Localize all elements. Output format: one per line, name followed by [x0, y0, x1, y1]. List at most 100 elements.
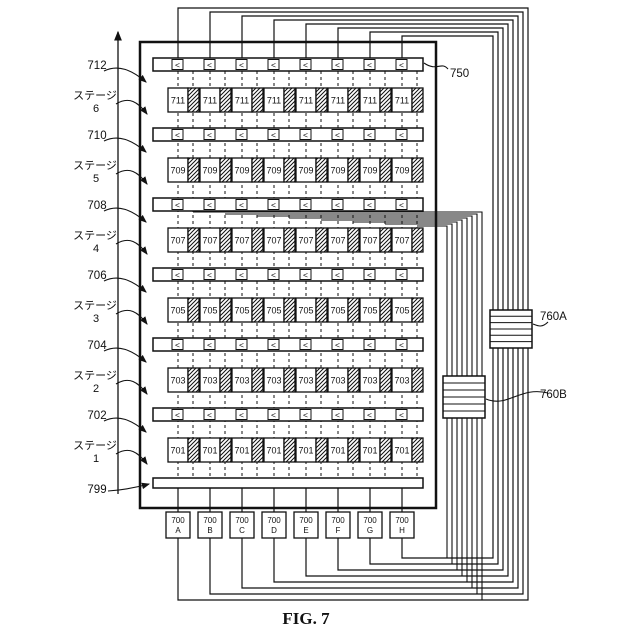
selector-cell [267, 269, 280, 280]
feedback-path [241, 15, 519, 589]
register-cell-label: 709 [202, 166, 217, 176]
stage-row: <703<703<703<703<703<703<703<703 [152, 337, 424, 393]
selector-char: < [239, 270, 244, 280]
selector-char: < [175, 270, 180, 280]
selector-cell [267, 409, 280, 420]
hatched-cell [187, 367, 200, 393]
register-cell-label: 705 [266, 306, 281, 316]
stage-number: 2 [93, 383, 99, 395]
selector-cell [203, 269, 216, 280]
register-cell-label: 705 [362, 306, 377, 316]
register-cell-label: 701 [362, 446, 377, 456]
selector-char: < [239, 130, 244, 140]
stage-leader-arrow [115, 309, 148, 325]
hatched-cell [347, 227, 360, 253]
selector-char: < [303, 130, 308, 140]
selector-cell [331, 129, 344, 140]
hatched-cell [251, 157, 264, 183]
hatched-cell [283, 87, 296, 113]
hatched-cell [283, 367, 296, 393]
selector-cell [395, 269, 408, 280]
figure-caption: FIG. 7 [282, 609, 330, 628]
selector-bar [152, 267, 424, 282]
bar-leader-arrow [103, 347, 147, 363]
selector-cell [267, 129, 280, 140]
hatched-cell [283, 437, 296, 463]
selector-block-760A [489, 309, 533, 349]
hatched-cell [219, 367, 232, 393]
register-cell-label: 707 [330, 236, 345, 246]
selector-char: < [239, 200, 244, 210]
hatched-cell [219, 227, 232, 253]
register-cell-label: 703 [170, 376, 185, 386]
feedback-path [369, 31, 499, 565]
hatched-cell [187, 227, 200, 253]
selector-cell [235, 339, 248, 350]
stage-row: <709<709<709<709<709<709<709<709 [152, 127, 424, 183]
bar-leader-arrow [103, 207, 147, 223]
selector-cell [203, 199, 216, 210]
hatched-cell [379, 227, 392, 253]
label-799: 799 [87, 484, 106, 496]
input-box-number: 700 [235, 516, 249, 525]
stage-word: ステージ [73, 90, 117, 102]
selector-char: < [239, 410, 244, 420]
input-box-number: 700 [171, 516, 185, 525]
stage-row: <705<705<705<705<705<705<705<705 [152, 267, 424, 323]
register-cell-label: 711 [363, 96, 377, 106]
selector-char: < [303, 60, 308, 70]
callout-760B: 760B [540, 389, 567, 401]
hatched-cell [219, 87, 232, 113]
hatched-cell [315, 437, 328, 463]
selector-cell [363, 59, 376, 70]
register-cell-label: 701 [234, 446, 249, 456]
selector-char: < [335, 130, 340, 140]
selector-block-760B [442, 375, 486, 419]
hatched-cell [187, 87, 200, 113]
input-box [293, 511, 319, 539]
register-cell-label: 709 [234, 166, 249, 176]
input-box-letter: G [367, 526, 373, 535]
register-cell-label: 707 [202, 236, 217, 246]
left-labels: 712ステージ6710ステージ5708ステージ4706ステージ3704ステージ2… [73, 60, 148, 465]
bar-number-label: 706 [87, 270, 106, 282]
hatched-cell [251, 87, 264, 113]
selector-cell [331, 199, 344, 210]
selector-cell [203, 409, 216, 420]
selector-char: < [399, 200, 404, 210]
input-box [261, 511, 287, 539]
selector-char: < [303, 340, 308, 350]
register-cell-label: 705 [202, 306, 217, 316]
selector-bar [152, 197, 424, 212]
input-box-letter: E [303, 526, 308, 535]
input-box [165, 511, 191, 539]
input-box [229, 511, 255, 539]
selector-char: < [335, 60, 340, 70]
hatched-cell [411, 437, 424, 463]
register-cell-label: 705 [394, 306, 409, 316]
register-cell-label: 703 [298, 376, 313, 386]
callout-760B-leader [485, 391, 549, 402]
selector-cell [395, 59, 408, 70]
stage-row: <711<711<711<711<711<711<711<711 [152, 57, 424, 113]
stage-leader-arrow [115, 169, 148, 185]
selector-char: < [367, 340, 372, 350]
hatched-cell [411, 367, 424, 393]
selector-char: < [207, 340, 212, 350]
selector-b-tap [321, 219, 463, 376]
selector-char: < [367, 200, 372, 210]
bar-number-label: 702 [87, 410, 106, 422]
register-cell-label: 701 [330, 446, 345, 456]
selector-char: < [367, 60, 372, 70]
register-cell-label: 701 [266, 446, 281, 456]
selector-cell [331, 409, 344, 420]
selector-char: < [207, 270, 212, 280]
selector-char: < [367, 270, 372, 280]
bar-number-label: 710 [87, 130, 106, 142]
selector-char: < [175, 340, 180, 350]
input-box-letter: D [271, 526, 277, 535]
selector-bar [152, 337, 424, 352]
selector-b-tap [385, 223, 453, 376]
selector-cell [331, 269, 344, 280]
